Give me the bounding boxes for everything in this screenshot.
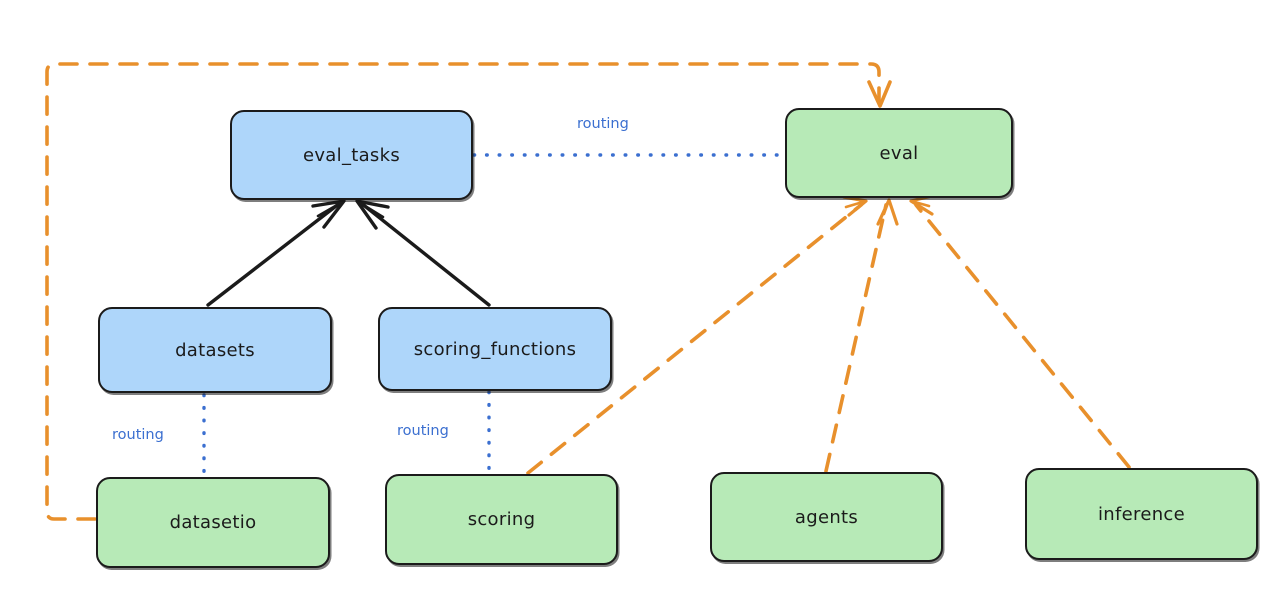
node-label-scoring-functions: scoring_functions — [413, 338, 577, 360]
node-label-datasetio: datasetio — [169, 512, 257, 533]
node-label-eval: eval — [879, 142, 919, 164]
edge-datasets-to-eval_tasks — [206, 199, 346, 307]
edge-scoring-to-eval — [526, 195, 868, 475]
edge-scoring_functions-to-eval_tasks — [355, 199, 491, 307]
node-eval[interactable]: eval — [785, 108, 1013, 198]
node-datasets[interactable]: datasets — [98, 307, 332, 393]
node-datasetio[interactable]: datasetio — [96, 477, 330, 568]
edge-inference-to-eval — [909, 194, 1131, 469]
node-label-inference: inference — [1098, 503, 1185, 525]
node-scoring-functions[interactable]: scoring_functions — [378, 307, 612, 391]
edge-datasetio-to-eval — [45, 62, 892, 521]
node-label-scoring: scoring — [467, 509, 536, 530]
node-agents[interactable]: agents — [710, 472, 943, 562]
node-scoring[interactable]: scoring — [385, 474, 618, 565]
edge-label-routing-scoring-functions-scoring: routing — [397, 423, 449, 439]
edge-label-routing-datasets-datasetio: routing — [112, 427, 164, 443]
node-label-agents: agents — [794, 506, 859, 528]
node-label-eval-tasks: eval_tasks — [302, 144, 401, 166]
edge-label-routing-eval-tasks-eval: routing — [577, 116, 629, 132]
node-inference[interactable]: inference — [1025, 468, 1258, 560]
edge-agents-to-eval — [824, 198, 899, 473]
node-eval-tasks[interactable]: eval_tasks — [230, 110, 473, 200]
node-label-datasets: datasets — [175, 339, 255, 361]
